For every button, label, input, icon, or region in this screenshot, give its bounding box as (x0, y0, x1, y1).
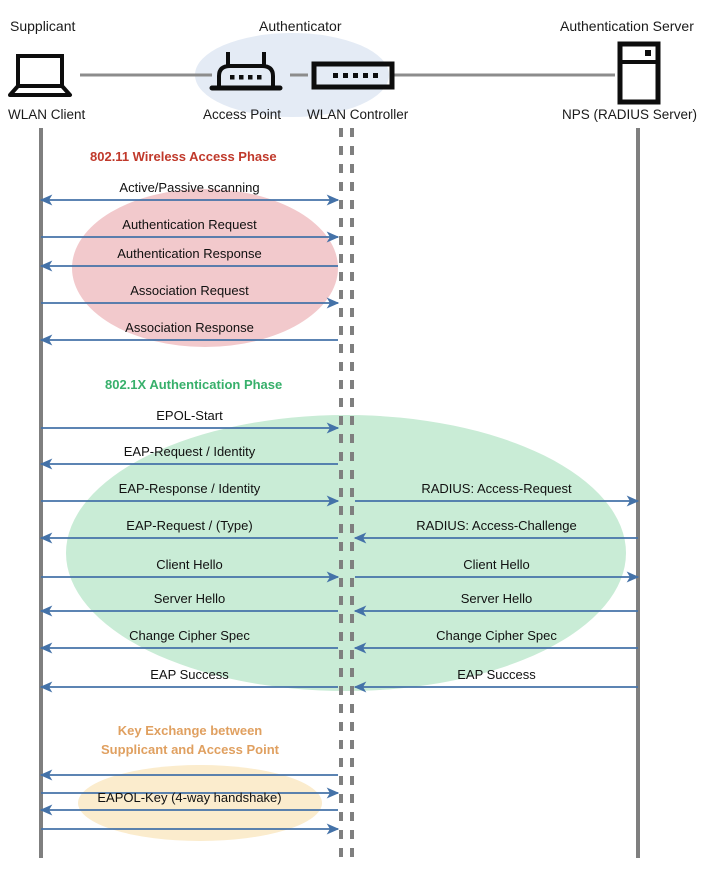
role-title-authentication-server: Authentication Server (560, 18, 694, 34)
phase-label-key-exchange-line2: Supplicant and Access Point (101, 742, 279, 757)
message-label: Authentication Response (117, 246, 262, 261)
node-caption-wlan-client: WLAN Client (8, 107, 86, 122)
message-label: Server Hello (153, 591, 226, 606)
role-title-authenticator: Authenticator (259, 18, 342, 34)
message-label: EAP Success (457, 667, 536, 682)
message-label: EAP-Response / Identity (118, 481, 261, 496)
message-label: Client Hello (156, 557, 223, 572)
message-label: Association Response (125, 320, 254, 335)
message-label: EAP-Request / Identity (123, 444, 256, 459)
message-label: EAPOL-Key (4-way handshake) (97, 790, 282, 805)
message-label: Client Hello (463, 557, 530, 572)
message-label: Association Request (130, 283, 249, 298)
message-label: Active/Passive scanning (119, 180, 260, 195)
laptop-icon (8, 54, 72, 97)
server-icon (617, 41, 661, 105)
message-label: Change Cipher Spec (129, 628, 250, 643)
wlan-controller-icon (311, 61, 395, 90)
node-caption-access-point: Access Point (203, 107, 282, 122)
phase-ellipse-wireless-access (72, 189, 338, 347)
message-label: EAP Success (150, 667, 229, 682)
message-label: Authentication Request (122, 217, 257, 232)
phase-label-key-exchange-line1: Key Exchange between (117, 723, 263, 738)
phase-label-wireless-access: 802.11 Wireless Access Phase (90, 149, 277, 164)
access-point-icon (209, 52, 283, 91)
message-arrow-layer (39, 194, 640, 835)
message-label: RADIUS: Access-Request (421, 481, 572, 496)
node-caption-nps-radius-server: NPS (RADIUS Server) (562, 107, 698, 122)
message-label: Change Cipher Spec (436, 628, 557, 643)
message-label: Server Hello (460, 591, 533, 606)
phase-ellipse-key-exchange (78, 765, 322, 841)
role-title-supplicant: Supplicant (10, 18, 76, 34)
node-caption-wlan-controller: WLAN Controller (307, 107, 409, 122)
message-label: EPOL-Start (156, 408, 223, 423)
phase-ellipse-dot1x-auth (66, 415, 626, 691)
message-label: EAP-Request / (Type) (126, 518, 253, 533)
message-label: RADIUS: Access-Challenge (416, 518, 577, 533)
phase-label-dot1x-auth: 802.1X Authentication Phase (105, 377, 283, 392)
